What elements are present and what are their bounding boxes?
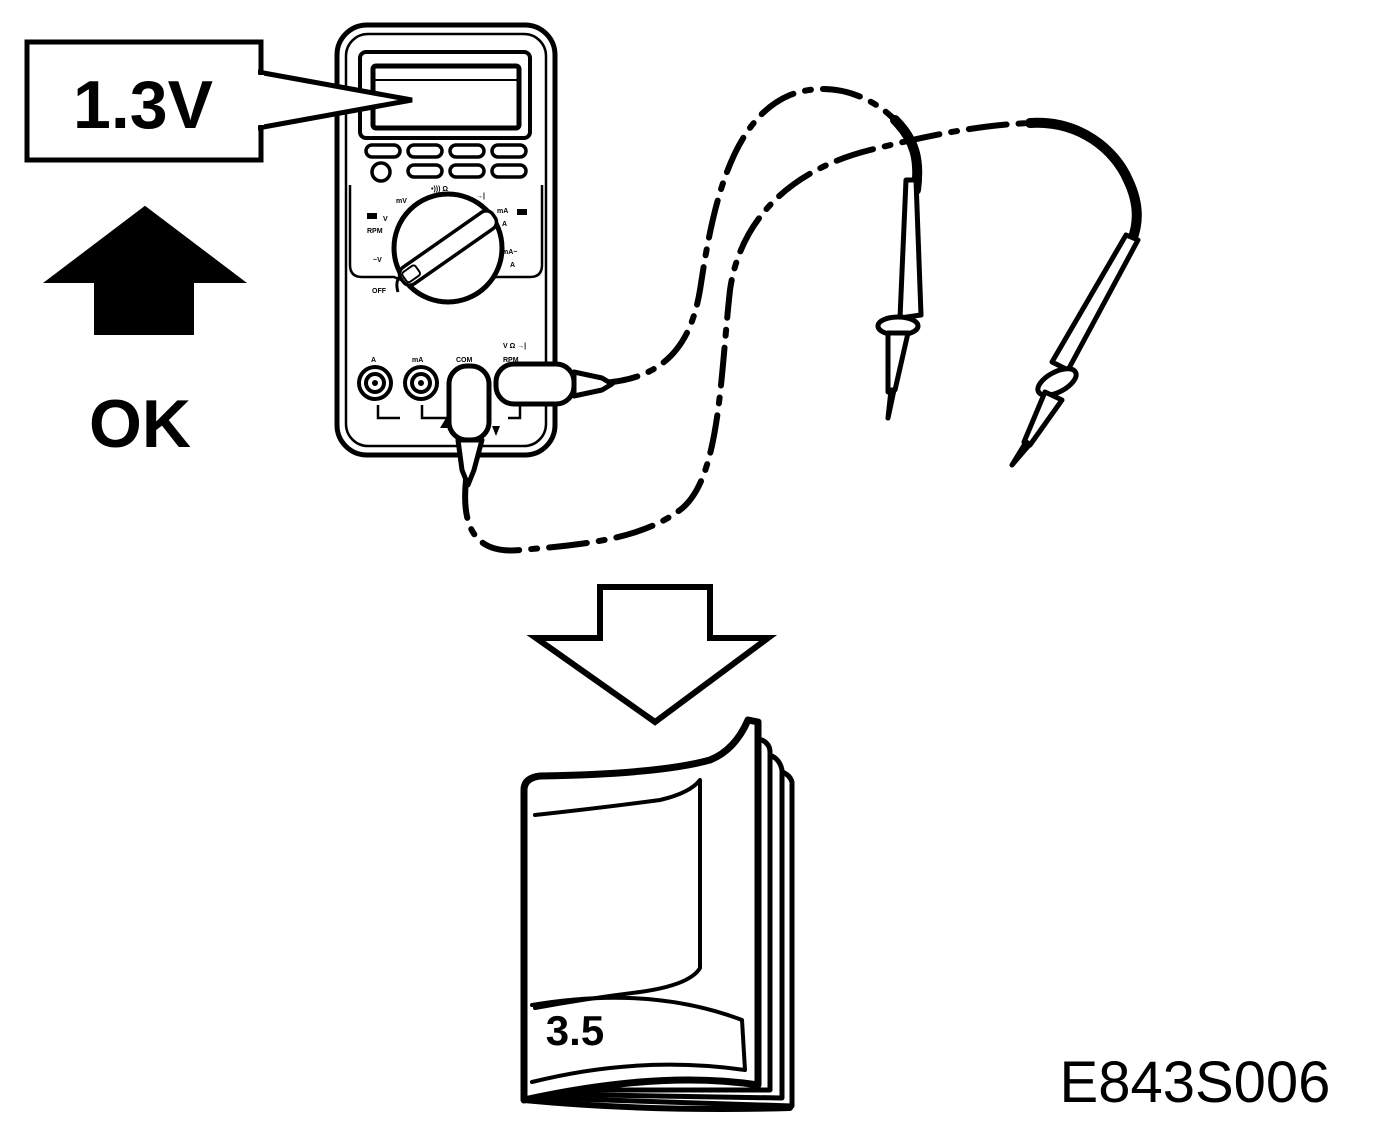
jack-label-a: A bbox=[371, 357, 376, 364]
jack-label-com: COM bbox=[456, 357, 473, 364]
arrow-down-icon bbox=[526, 584, 778, 726]
meter-button-2 bbox=[406, 143, 444, 159]
dial-label-a: A bbox=[502, 221, 507, 228]
jack-label-ma: mA bbox=[412, 357, 423, 364]
meter-jack-labels: A mA COM V Ω →| RPM bbox=[371, 343, 526, 364]
com-plug bbox=[446, 363, 492, 488]
dial-label-off: OFF bbox=[372, 288, 387, 295]
dial-label-ma-ac: mA~ bbox=[502, 249, 517, 256]
dial-mark-right bbox=[517, 209, 527, 215]
red-lead-wire bbox=[597, 86, 898, 386]
dial-label-ma: mA bbox=[497, 208, 508, 215]
manual-booklet: 3.5 bbox=[520, 716, 795, 1112]
meter-button-1 bbox=[364, 143, 402, 159]
jack-label-v-ohm: V Ω →| bbox=[503, 343, 526, 350]
dial-label-diode: →| bbox=[476, 193, 485, 200]
test-leads bbox=[462, 86, 1142, 554]
dial-label-v: V bbox=[383, 216, 388, 223]
manual-section-number: 3.5 bbox=[546, 1007, 604, 1054]
meter-button-7 bbox=[490, 163, 528, 179]
dial-label-ohm: •))) Ω bbox=[431, 186, 448, 193]
dial-label-mv: mV bbox=[396, 198, 407, 205]
meter-jack-a bbox=[357, 365, 393, 401]
meter-inner-case bbox=[344, 32, 548, 448]
meter-button-5 bbox=[406, 163, 444, 179]
manual-cover-band bbox=[530, 995, 747, 1084]
meter-button-6 bbox=[448, 163, 486, 179]
ok-label: OK bbox=[89, 386, 191, 462]
manual-bottom-edge bbox=[521, 1097, 793, 1112]
meter-round-button bbox=[370, 161, 392, 183]
probe-black bbox=[1009, 232, 1141, 468]
meter-dial-labels: mV •))) Ω →| mA A V RPM mA~ A ~V OFF bbox=[367, 186, 527, 295]
black-lead-wire bbox=[462, 120, 1033, 554]
reading-callout: 1.3V bbox=[24, 39, 413, 163]
black-lead-wire-solid bbox=[1025, 117, 1142, 245]
dial-mark-left bbox=[367, 213, 377, 219]
meter-jack-ma bbox=[403, 365, 439, 401]
dial-label-a-lower: A bbox=[510, 262, 515, 269]
dial-label-rpm: RPM bbox=[367, 228, 383, 235]
meter-button-4 bbox=[490, 143, 528, 159]
jack-label-rpm: RPM bbox=[503, 357, 519, 364]
arrow-up-icon bbox=[43, 205, 247, 335]
ok-indicator: OK bbox=[43, 205, 247, 462]
dial-label-v-ac: ~V bbox=[373, 257, 382, 264]
v-plug bbox=[493, 361, 615, 407]
multimeter: mV •))) Ω →| mA A V RPM mA~ A ~V OFF A m… bbox=[334, 22, 615, 488]
voltage-reading: 1.3V bbox=[73, 67, 213, 143]
meter-dial-pointer bbox=[397, 209, 499, 287]
probe-red bbox=[875, 177, 924, 421]
meter-function-buttons bbox=[364, 143, 528, 183]
meter-button-3 bbox=[448, 143, 486, 159]
figure-code: E843S006 bbox=[1060, 1050, 1331, 1115]
